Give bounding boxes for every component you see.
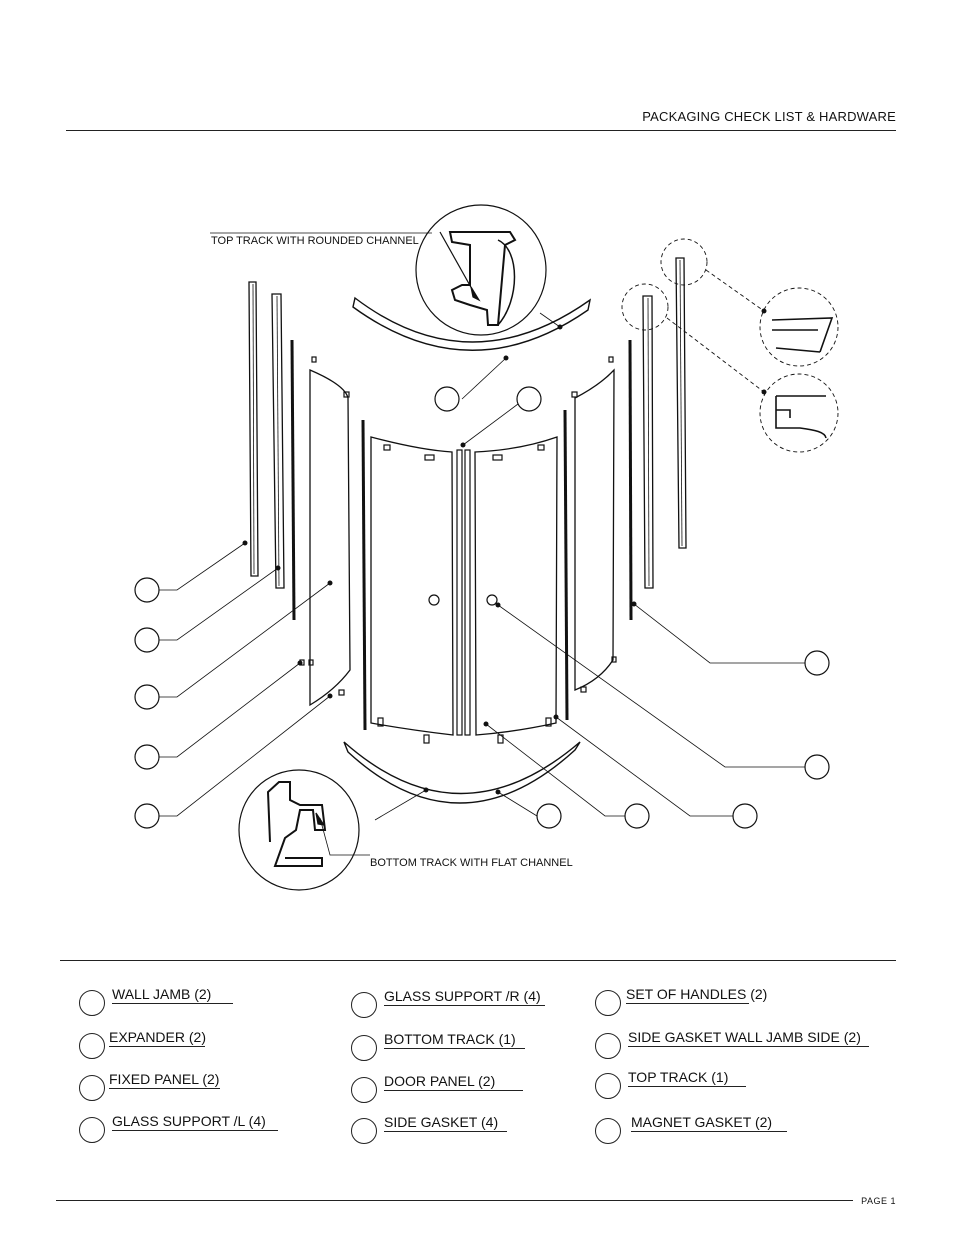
legend-label: EXPANDER (2) bbox=[109, 1029, 206, 1047]
left-handle-icon bbox=[428, 594, 440, 606]
top-track-callout-label: TOP TRACK WITH ROUNDED CHANNEL bbox=[211, 235, 419, 247]
legend-label: GLASS SUPPORT /L (4) bbox=[112, 1113, 278, 1131]
callout-circle-9 bbox=[804, 650, 830, 676]
left-wall-jamb bbox=[248, 281, 259, 577]
center-magnet-gasket-left bbox=[456, 449, 463, 736]
right-handle-icon bbox=[486, 594, 498, 606]
wall-jamb-profile-circle bbox=[759, 287, 839, 367]
legend-label: GLASS SUPPORT /R (4) bbox=[384, 988, 545, 1006]
callout-circle-6 bbox=[536, 803, 562, 829]
callout-circle-2 bbox=[134, 627, 160, 653]
legend-label: TOP TRACK (1) bbox=[628, 1069, 746, 1087]
legend-label: BOTTOM TRACK (1) bbox=[384, 1031, 525, 1049]
callout-circle-8 bbox=[732, 803, 758, 829]
legend-circle bbox=[79, 990, 105, 1016]
callout-circle-7 bbox=[624, 803, 650, 829]
legend-circle bbox=[351, 1035, 377, 1061]
footer-rule bbox=[56, 1200, 853, 1201]
legend-circle bbox=[79, 1033, 105, 1059]
callout-circle-3 bbox=[134, 684, 160, 710]
legend-circle bbox=[595, 1033, 621, 1059]
legend-circle bbox=[595, 990, 621, 1016]
expander-detail-marker bbox=[621, 283, 669, 331]
wall-jamb-profile-icon bbox=[771, 317, 834, 353]
right-side-gasket bbox=[628, 339, 633, 621]
legend-circle bbox=[351, 1118, 377, 1144]
legend-circle bbox=[595, 1118, 621, 1144]
page-number: PAGE 1 bbox=[861, 1196, 896, 1206]
callout-circle-4 bbox=[134, 744, 160, 770]
legend-circle bbox=[595, 1073, 621, 1099]
left-door-panel bbox=[370, 436, 454, 736]
legend-circle bbox=[351, 1077, 377, 1103]
glass-support-icon bbox=[311, 356, 317, 363]
expander-profile-icon bbox=[775, 395, 827, 439]
right-door-panel bbox=[474, 436, 558, 736]
callout-circle-magnet-gasket bbox=[516, 386, 542, 412]
legend-rule bbox=[60, 960, 896, 961]
header-rule bbox=[66, 130, 896, 131]
right-expander bbox=[642, 295, 654, 589]
legend-label: DOOR PANEL (2) bbox=[384, 1073, 523, 1091]
center-magnet-gasket-right bbox=[464, 449, 471, 736]
bottom-track-arc bbox=[343, 741, 581, 804]
legend-circle bbox=[351, 992, 377, 1018]
expander-profile-circle bbox=[759, 373, 839, 453]
legend-label: SET OF HANDLES (2) bbox=[626, 986, 768, 1004]
bottom-track-detail-circle bbox=[238, 769, 360, 891]
callout-circle-1 bbox=[134, 577, 160, 603]
left-side-gasket bbox=[290, 339, 296, 621]
legend-label: MAGNET GASKET (2) bbox=[631, 1114, 787, 1132]
left-expander bbox=[271, 293, 285, 589]
callout-circle-10 bbox=[804, 754, 830, 780]
right-fixed-panel bbox=[574, 368, 615, 691]
bottom-track-callout-label: BOTTOM TRACK WITH FLAT CHANNEL bbox=[370, 857, 573, 869]
legend-label: SIDE GASKET WALL JAMB SIDE (2) bbox=[628, 1029, 869, 1047]
legend-label: SIDE GASKET (4) bbox=[384, 1114, 507, 1132]
left-fixed-panel bbox=[309, 369, 351, 707]
page-title: PACKAGING CHECK LIST & HARDWARE bbox=[642, 109, 896, 124]
legend-label: WALL JAMB (2) bbox=[112, 986, 233, 1004]
bottom-track-profile-icon bbox=[266, 781, 327, 867]
wall-jamb-detail-marker bbox=[660, 238, 708, 286]
legend-circle bbox=[79, 1075, 105, 1101]
top-track-arc bbox=[352, 296, 592, 351]
bottom-track-arrow bbox=[319, 817, 370, 856]
callout-circle-5 bbox=[134, 803, 160, 829]
top-track-profile-icon bbox=[448, 231, 517, 326]
legend-label: FIXED PANEL (2) bbox=[109, 1071, 220, 1089]
callout-circle-top-track bbox=[434, 386, 460, 412]
right-wall-jamb bbox=[675, 257, 687, 549]
top-track-detail-circle bbox=[415, 204, 547, 336]
legend-circle bbox=[79, 1117, 105, 1143]
